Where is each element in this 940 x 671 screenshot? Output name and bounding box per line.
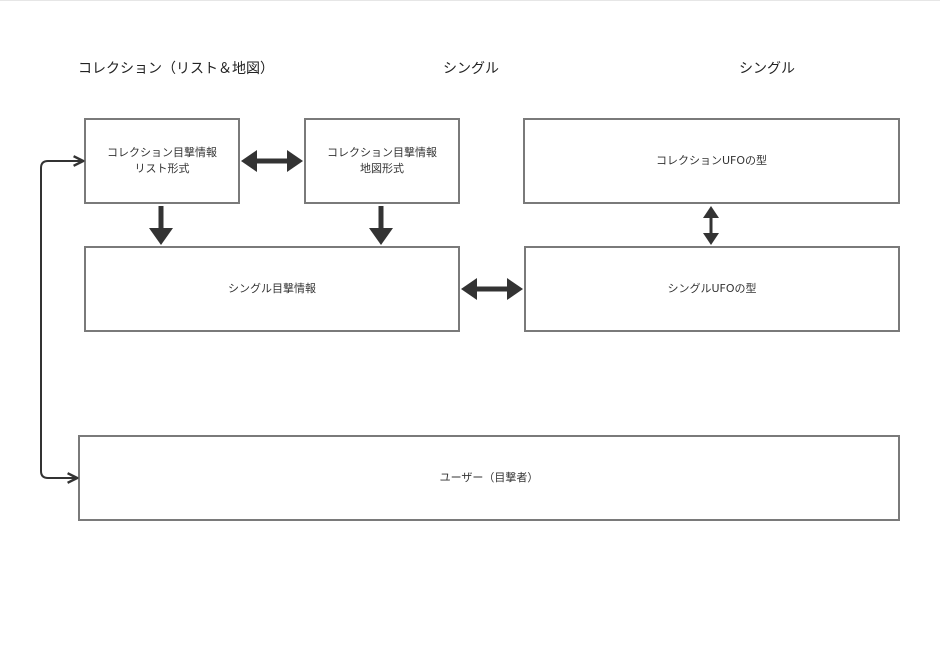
single-column-title-1: シングル: [443, 61, 499, 77]
collection-ufo-type-box[interactable]: コレクションUFOの型: [523, 118, 900, 204]
arrow-user-collection-list: [40, 161, 82, 478]
arrow-map-to-single: [369, 206, 393, 245]
collection-map-label-line2: 地図形式: [360, 162, 404, 175]
top-divider: [0, 0, 940, 1]
collection-ufo-type-label: コレクションUFOの型: [655, 154, 768, 167]
arrow-collection-ufo-single-ufo: [703, 206, 719, 245]
collection-map-label-line1: コレクション目撃情報: [327, 146, 437, 159]
user-box[interactable]: ユーザー（目撃者）: [78, 435, 900, 521]
collection-list-label-line1: コレクション目撃情報: [107, 146, 217, 159]
arrow-sighting-ufo-type: [461, 278, 523, 300]
single-sighting-box[interactable]: シングル目撃情報: [84, 246, 460, 332]
arrow-list-to-single: [149, 206, 173, 245]
arrow-list-map: [241, 150, 303, 172]
collection-map-box[interactable]: コレクション目撃情報 地図形式: [304, 118, 460, 204]
collection-column-title: コレクション（リスト＆地図）: [78, 61, 274, 77]
user-label: ユーザー（目撃者）: [439, 471, 539, 484]
single-sighting-label: シングル目撃情報: [228, 282, 316, 295]
collection-list-box[interactable]: コレクション目撃情報 リスト形式: [84, 118, 240, 204]
collection-list-label-line2: リスト形式: [134, 162, 190, 175]
single-column-title-2: シングル: [739, 61, 795, 77]
single-ufo-type-box[interactable]: シングルUFOの型: [524, 246, 900, 332]
single-ufo-type-label: シングルUFOの型: [667, 282, 757, 295]
